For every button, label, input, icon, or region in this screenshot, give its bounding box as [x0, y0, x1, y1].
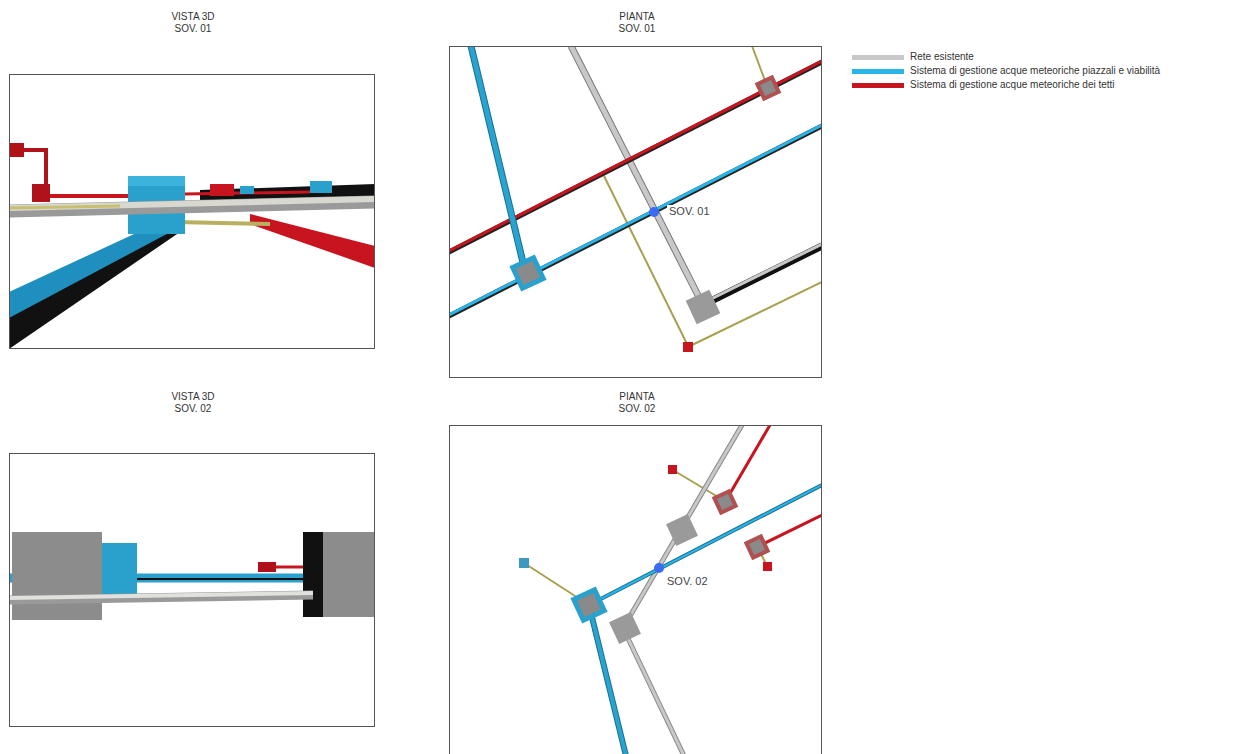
valve-label: SOV. 02: [665, 575, 710, 588]
legend-text: Sistema di gestione acque meteoriche pia…: [910, 64, 1160, 78]
panel-title: VISTA 3D SOV. 02: [163, 391, 223, 415]
panel-title: PIANTA SOV. 02: [607, 391, 667, 415]
legend-swatch: [852, 69, 904, 74]
view-panel: VISTA 3D SOV. 01: [9, 74, 375, 349]
legend-swatch: [852, 83, 904, 88]
plan-sov02: [519, 425, 822, 754]
view-panel: PIANTA SOV. 02: [449, 425, 822, 754]
view-panel: VISTA 3D SOV. 02: [9, 453, 375, 727]
panel-title: VISTA 3D SOV. 01: [163, 11, 223, 35]
legend-swatch: [852, 55, 904, 60]
view-3d-sov02: [9, 532, 375, 620]
view-3d-sov01: [9, 143, 375, 349]
legend-text: Rete esistente: [910, 50, 974, 64]
valve-label: SOV. 01: [667, 205, 712, 218]
view-panel: PIANTA SOV. 01: [449, 46, 822, 378]
panel-title: PIANTA SOV. 01: [607, 11, 667, 35]
plan-sov01: [449, 46, 822, 352]
legend-text: Sistema di gestione acque meteoriche dei…: [910, 78, 1115, 92]
